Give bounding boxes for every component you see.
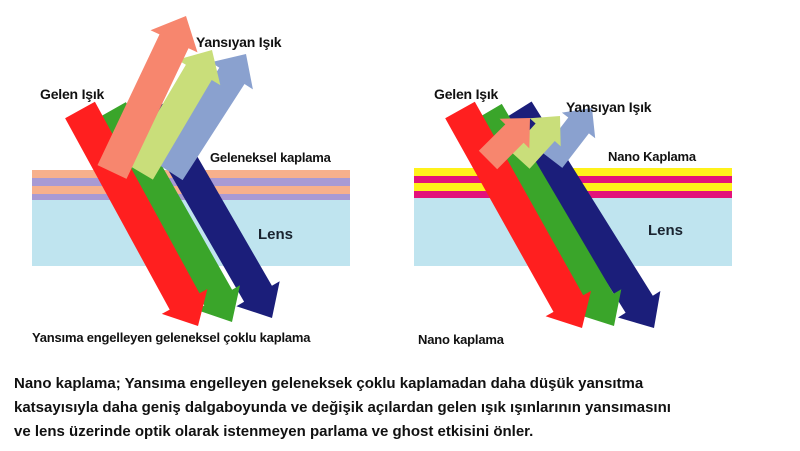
left-bottom-label: Yansıma engelleyen geleneksel çoklu kapl… [32, 330, 311, 345]
right-lens-label: Lens [648, 222, 684, 239]
right-incoming-red-ray-arrow [445, 101, 591, 328]
left-reflected-blue-ray-arrow [157, 54, 253, 181]
right-reflected-green-ray-arrow [510, 116, 561, 169]
left-reflected-red-ray-arrow [97, 16, 198, 179]
caption-text: Nano kaplama; Yansıma engelleyen gelenek… [14, 372, 794, 444]
right-reflected-red-ray-arrow [478, 118, 530, 170]
left-lens-label: Lens [258, 226, 294, 243]
left-incoming-red-ray-arrow [65, 101, 208, 326]
left-reflected-light-label: Yansıyan Işık [196, 34, 282, 50]
caption-line-1: Nano kaplama; Yansıma engelleyen gelenek… [14, 375, 644, 392]
caption-line-3: ve lens üzerinde optik olarak istenmeyen… [14, 423, 534, 440]
right-bottom-label: Nano kaplama [418, 332, 504, 347]
right-reflected-blue-ray-arrow [541, 108, 596, 168]
right-incoming-green-ray-arrow [474, 103, 622, 327]
left-reflected-green-ray-arrow [127, 50, 221, 180]
left-incoming-light-label: Gelen Işık [40, 86, 105, 102]
right-coating-label: Nano Kaplama [608, 149, 696, 164]
left-coating-label: Geleneksel kaplama [210, 150, 331, 165]
right-incoming-light-label: Gelen Işık [434, 86, 499, 102]
light-ray-arrows [65, 16, 661, 328]
caption-line-2: katsayısıyla daha geniş dalgaboyunda ve … [14, 399, 671, 416]
right-reflected-light-label: Yansıyan Işık [566, 99, 652, 115]
right-incoming-blue-ray-arrow [504, 101, 661, 328]
